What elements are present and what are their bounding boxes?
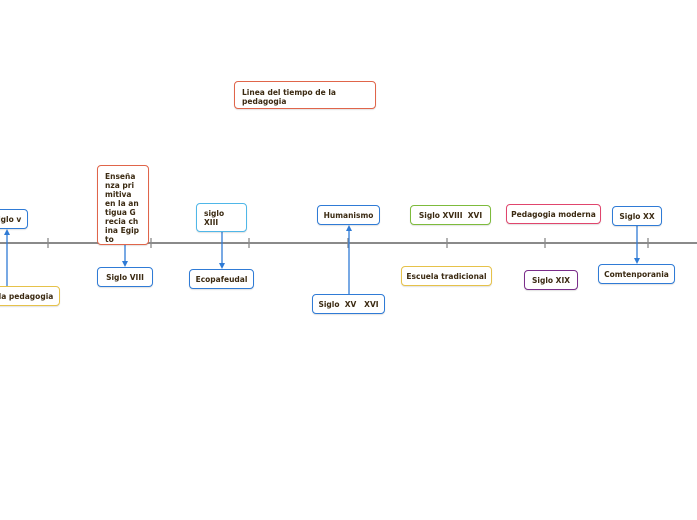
connector-arrows	[4, 225, 640, 294]
arrow-siglo-xv-to-humanismo-head	[346, 225, 352, 231]
arrow-ensenanza-to-siglo-viii	[122, 245, 128, 267]
timeline-ticks	[47, 238, 649, 248]
node-siglo-xiii[interactable]: siglo XIII	[196, 203, 247, 232]
node-siglo-xx-label: Siglo XX	[619, 211, 655, 221]
node-humanismo-label: Humanismo	[323, 210, 374, 220]
arrow-siglo-xv-to-humanismo	[346, 225, 352, 294]
node-pedagogia-moderna[interactable]: Pedagogia moderna	[506, 204, 601, 224]
node-ecopafeudal-label: Ecopafeudal	[195, 274, 248, 284]
arrow-ensenanza-to-siglo-viii-head	[122, 261, 128, 267]
node-siglo-viii-label: Siglo VIII	[106, 272, 144, 282]
node-ensenanza-primitiva[interactable]: Enseñanza primitiva en la antigua Grecia…	[97, 165, 149, 245]
node-escuela-tradicional[interactable]: Escuela tradicional	[401, 266, 492, 286]
title-node[interactable]: Linea del tiempo de la pedagogia	[234, 81, 376, 109]
node-siglo-xviii-label: Siglo XVIII XVI	[418, 210, 483, 220]
node-contemporania-label: Comtenporania	[604, 269, 669, 279]
node-historia-label: la pedagogia	[0, 291, 54, 301]
arrow-siglo-xiii-to-ecopafeudal-head	[219, 263, 225, 269]
node-siglo-viii[interactable]: Siglo VIII	[97, 267, 153, 287]
node-siglo-xviii[interactable]: Siglo XVIII XVI	[410, 205, 491, 225]
node-siglo-xx[interactable]: Siglo XX	[612, 206, 662, 226]
node-contemporania[interactable]: Comtenporania	[598, 264, 675, 284]
node-siglo-v[interactable]: Siglo v	[0, 209, 28, 229]
node-ecopafeudal[interactable]: Ecopafeudal	[189, 269, 254, 289]
title-text: Linea del tiempo de la pedagogia	[242, 88, 336, 106]
node-moderna-label: Pedagogia moderna	[511, 209, 596, 219]
arrow-siglo-xx-to-contemporania	[634, 226, 640, 264]
node-siglo-xix[interactable]: Siglo XIX	[524, 270, 578, 290]
arrow-siglo-xx-to-contemporania-head	[634, 258, 640, 264]
node-escuela-label: Escuela tradicional	[406, 271, 487, 281]
node-siglo-xix-label: Siglo XIX	[531, 275, 571, 285]
node-siglo-xiii-label: siglo XIII	[204, 208, 225, 227]
node-humanismo[interactable]: Humanismo	[317, 205, 380, 225]
node-siglo-xv-label: Siglo XV XVI	[318, 299, 379, 309]
node-siglo-xv-xvi[interactable]: Siglo XV XVI	[312, 294, 385, 314]
arrow-historia-to-siglo-v	[4, 229, 10, 286]
node-historia-pedagogia[interactable]: la pedagogia	[0, 286, 60, 306]
arrow-historia-to-siglo-v-head	[4, 229, 10, 235]
arrow-siglo-xiii-to-ecopafeudal	[219, 232, 225, 269]
node-siglo-v-label: Siglo v	[0, 214, 22, 224]
node-ensenanza-label: Enseñanza primitiva en la antigua Grecia…	[105, 172, 140, 244]
